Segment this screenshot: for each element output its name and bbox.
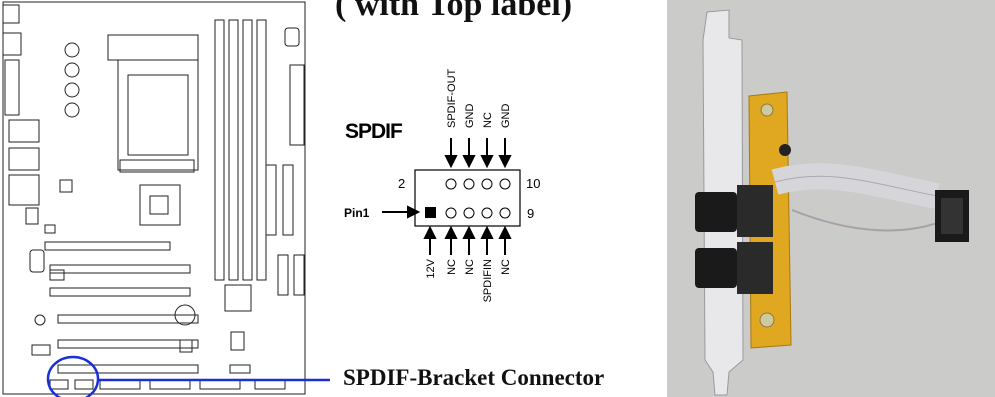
top-signal-label: NC [482,112,494,128]
highlight-circle [46,355,100,397]
pin-number-left: 2 [398,176,405,191]
bottom-signal-label: NC [464,259,476,275]
top-signal-label: SPDIF-OUT [446,68,458,128]
bottom-signal-label: NC [500,259,512,275]
pin1-label: Pin1 [344,206,370,220]
top-signal-label: GND [464,104,476,129]
header-text: ( with Top label) [335,0,573,23]
spdif-bracket-photo [667,0,995,397]
motherboard-layout [2,1,330,397]
pin-number-right-top: 10 [526,176,540,191]
spdif-pin-diagram: SPDIF-OUT GND NC GND 2 10 9 Pin1 12V NC … [344,68,540,302]
bottom-signal-label: SPDIFIN [482,259,494,302]
bottom-signal-label: NC [446,259,458,275]
pin1-marker [425,207,436,218]
diagram-title: SPDIF [345,120,403,143]
bottom-signal-label: 12V [425,258,437,278]
top-signal-label: GND [500,104,512,129]
pin-number-right-bottom: 9 [527,206,534,221]
bracket-caption: SPDIF-Bracket Connector [343,365,605,390]
